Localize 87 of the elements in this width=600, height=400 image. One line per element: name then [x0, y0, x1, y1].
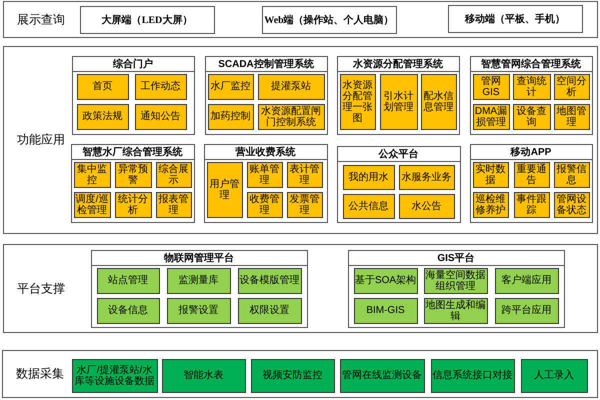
module-box: 提灌泵站 [258, 74, 324, 100]
module-box: 管网设备状态 [554, 192, 590, 218]
data-source-box: 人工录入 [520, 358, 588, 392]
platform-module-box: 监测量库 [166, 268, 230, 294]
module-box: 管网GIS [472, 74, 510, 100]
platform-module-box: 地图生成和编辑 [424, 298, 488, 324]
panel-title: 水资源分配管理系统 [338, 56, 458, 72]
client-box: 大屏端（LED大屏） [80, 6, 214, 34]
module-box: 公共信息 [342, 194, 394, 218]
panel-title: 营业收费系统 [204, 144, 326, 160]
module-box: 我的用水 [342, 164, 394, 190]
platform-module-box: 权限设置 [238, 298, 302, 324]
panel-title: 公众平台 [338, 146, 460, 162]
module-box: 账单管理 [246, 162, 282, 188]
module-box: 引水计划管理 [380, 74, 418, 130]
section-title: 功能应用 [17, 133, 65, 147]
module-box: 设备查询 [512, 104, 550, 130]
section-band [3, 1, 598, 38]
module-box: 加药控制 [208, 104, 254, 130]
section-band [2, 350, 598, 398]
panel-title: GIS平台 [348, 250, 564, 266]
platform-module-box: 站点管理 [96, 268, 160, 294]
section-title: 数据采集 [16, 367, 64, 381]
module-box: 空间分析 [554, 74, 590, 100]
module-box: 查询统计 [512, 74, 550, 100]
module-box: 地图管理 [554, 104, 590, 130]
module-box: 水厂监控 [208, 74, 254, 100]
module-box: 水资源配置闸门控制系统 [258, 104, 324, 130]
panel-title: SCADA控制管理系统 [206, 56, 326, 72]
subsystem-panel [204, 144, 328, 222]
module-box: 异常预警 [114, 162, 152, 188]
module-box: 巡检维修养护 [472, 192, 508, 218]
module-box: 水服务业务 [398, 164, 454, 190]
module-box: 工作动态 [134, 74, 186, 100]
module-box: 首页 [76, 74, 128, 100]
subsystem-panel [72, 56, 194, 134]
platform-module-box: 报警设置 [166, 298, 230, 324]
module-box: 重要通告 [514, 162, 550, 188]
data-source-box: 水厂/提灌泵站/水库等设施设备数据 [72, 358, 158, 392]
panel-title: 综合门户 [72, 56, 194, 72]
section-title: 平台支撑 [17, 282, 65, 296]
module-box: 报表管理 [156, 192, 192, 218]
data-source-box: 信息系统接口对接 [430, 358, 514, 392]
module-box: 用户管理 [206, 162, 242, 218]
section-band [3, 46, 598, 234]
module-box: 收费管理 [246, 192, 282, 218]
module-box: 通知公告 [134, 104, 186, 130]
module-box: 报警信息 [554, 162, 590, 188]
panel-title: 物联网管理平台 [92, 250, 306, 266]
panel-title: 智慧管网综合管理系统 [470, 56, 592, 72]
module-box: 调度/巡检管理 [74, 192, 110, 218]
platform-module-box: 客户端应用 [494, 268, 558, 294]
platform-module-box: 海量空间数据组织管理 [424, 268, 488, 294]
module-box: 配水信息管理 [420, 74, 456, 130]
module-box: 发票管理 [286, 192, 322, 218]
client-box: Web端（操作站、个人电脑） [262, 6, 396, 34]
subsystem-panel [70, 144, 194, 222]
section-title: 展示查询 [17, 12, 65, 26]
panel-title: 智慧水厂综合管理系统 [72, 144, 194, 160]
module-box: 集中监控 [74, 162, 110, 188]
data-source-box: 智能水表 [162, 358, 246, 392]
subsystem-panel [470, 144, 592, 222]
module-box: 表计管理 [286, 162, 322, 188]
module-box: 政策法规 [76, 104, 128, 130]
subsystem-panel [348, 250, 564, 328]
module-box: 实时数据 [472, 162, 508, 188]
subsystem-panel [336, 56, 460, 134]
module-box: DMA漏损管理 [472, 104, 510, 130]
data-source-box: 管网在线监测设备 [340, 358, 424, 392]
module-box: 综合展示 [156, 162, 192, 188]
panel-title: 移动APP [470, 144, 592, 160]
platform-module-box: 设备信息 [96, 298, 160, 324]
client-box: 移动端（平板、手机） [448, 4, 582, 32]
platform-module-box: BIM-GIS [354, 298, 418, 324]
module-box: 事件跟踪 [514, 192, 550, 218]
platform-module-box: 基于SOA架构 [354, 268, 418, 294]
module-box: 水公告 [398, 194, 454, 218]
platform-module-box: 跨平台应用 [494, 298, 558, 324]
subsystem-panel [90, 250, 308, 328]
data-source-box: 视频安防监控 [250, 358, 334, 392]
subsystem-panel [204, 56, 328, 134]
module-box: 水资源分配管理一张图 [340, 74, 376, 130]
module-box: 统计分析 [114, 192, 152, 218]
platform-module-box: 设备模版管理 [238, 268, 302, 294]
subsystem-panel [336, 146, 460, 222]
subsystem-panel [470, 56, 592, 134]
section-band [3, 244, 598, 333]
